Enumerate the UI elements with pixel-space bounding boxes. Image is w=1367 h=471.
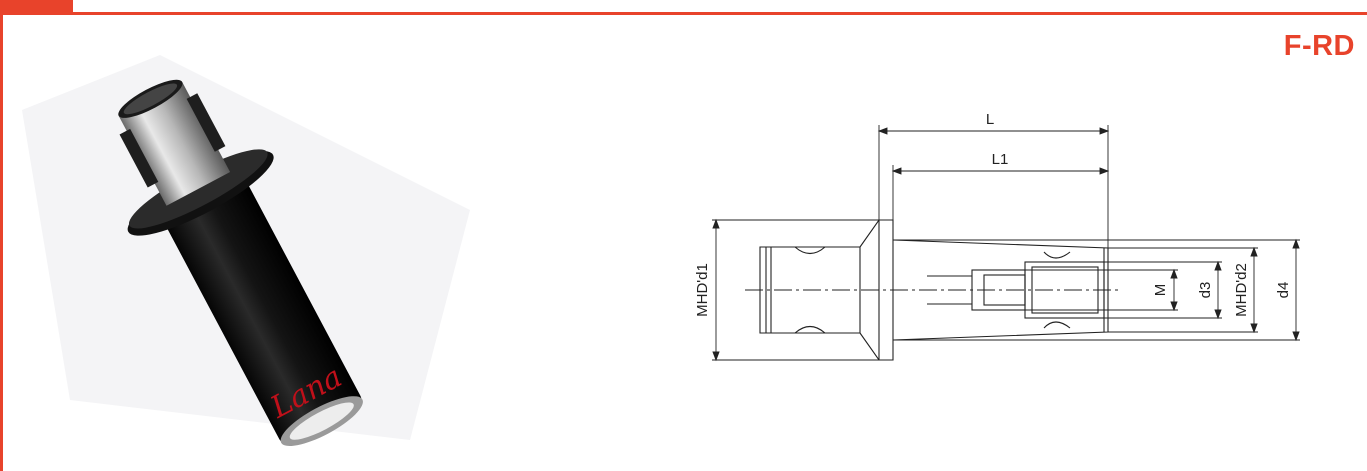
dim-label-d3: d3 xyxy=(1197,282,1214,299)
dim-label-M: M xyxy=(1152,284,1169,297)
holder-body xyxy=(162,173,362,443)
dim-label-d1: MHD'd1 xyxy=(694,263,711,317)
dim-label-L1: L1 xyxy=(992,151,1009,168)
holder-shank xyxy=(118,81,231,206)
product-code-title: F-RD xyxy=(1283,30,1355,62)
dim-label-L: L xyxy=(986,111,994,128)
left-margin-rule xyxy=(0,12,3,471)
header-rule xyxy=(0,12,1367,15)
dim-label-d2: MHD'd2 xyxy=(1233,263,1250,317)
holder-bore xyxy=(289,402,354,440)
dim-label-d4: d4 xyxy=(1275,282,1292,299)
header-accent-tab xyxy=(0,0,73,14)
product-photo: Lana xyxy=(22,55,470,446)
